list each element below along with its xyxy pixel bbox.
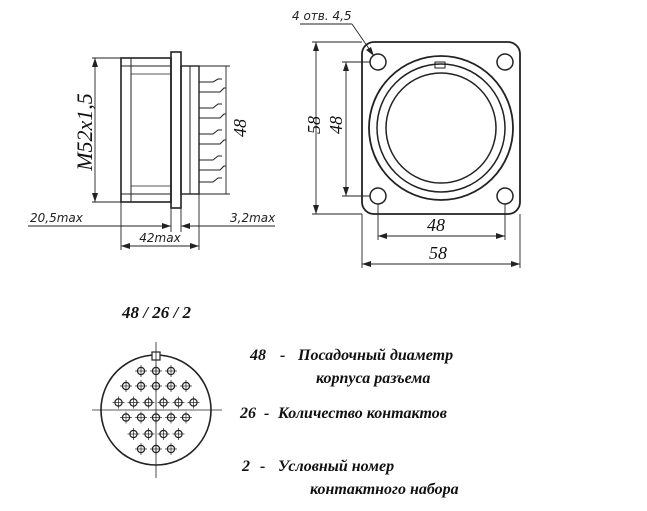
mount-hole-tr — [496, 53, 514, 71]
right-dim-label: 3,2max — [230, 211, 276, 225]
contact-layout — [92, 342, 222, 478]
legend-row-1-sep: - — [280, 347, 285, 364]
legend-row-2-line1: Количество контактов — [277, 405, 447, 422]
legend-row-2-number: 26 — [239, 405, 256, 422]
legend-row-1-line2: корпуса разъема — [316, 370, 430, 387]
flange — [170, 51, 182, 209]
pins — [199, 78, 226, 183]
legend-row-3-sep: - — [260, 458, 265, 475]
mount-hole-br — [496, 187, 514, 205]
legend-row-3-line1: Условный номер — [278, 458, 394, 475]
holes-label: 4 отв. 4,5 — [292, 9, 352, 23]
connector-body — [120, 57, 172, 203]
legend-row-1-line1: Посадочный диаметр — [297, 347, 453, 364]
legend: 48 - Посадочный диаметр корпуса разъема … — [239, 347, 459, 498]
outer-height-label: 58 — [304, 116, 324, 134]
left-dim-label: 20,5max — [30, 211, 84, 225]
side-height-label: 48 — [230, 119, 250, 137]
outer-ring — [368, 55, 514, 201]
mount-hole-tl — [369, 53, 387, 71]
legend-row-3-line2: контактного набора — [310, 481, 459, 498]
overall-dim-label: 42max — [139, 231, 181, 245]
legend-row-2-sep: - — [264, 405, 269, 422]
side-view: M52x1,5 48 20,5max 3,2max 42max — [28, 51, 276, 250]
legend-row-3-number: 2 — [241, 458, 250, 475]
inner-width-label: 48 — [427, 215, 445, 235]
front-view: 4 отв. 4,5 58 48 48 58 — [292, 9, 521, 268]
outer-width-label: 58 — [429, 243, 447, 263]
code-title: 48 / 26 / 2 — [121, 303, 191, 322]
flange-square — [361, 41, 521, 215]
contacts — [112, 365, 200, 455]
mount-hole-bl — [369, 187, 387, 205]
inner-ring — [385, 72, 497, 184]
mid-ring — [376, 63, 506, 193]
thread-label: M52x1,5 — [72, 93, 97, 172]
legend-row-1-number: 48 — [249, 347, 266, 364]
inner-height-label: 48 — [326, 116, 346, 134]
